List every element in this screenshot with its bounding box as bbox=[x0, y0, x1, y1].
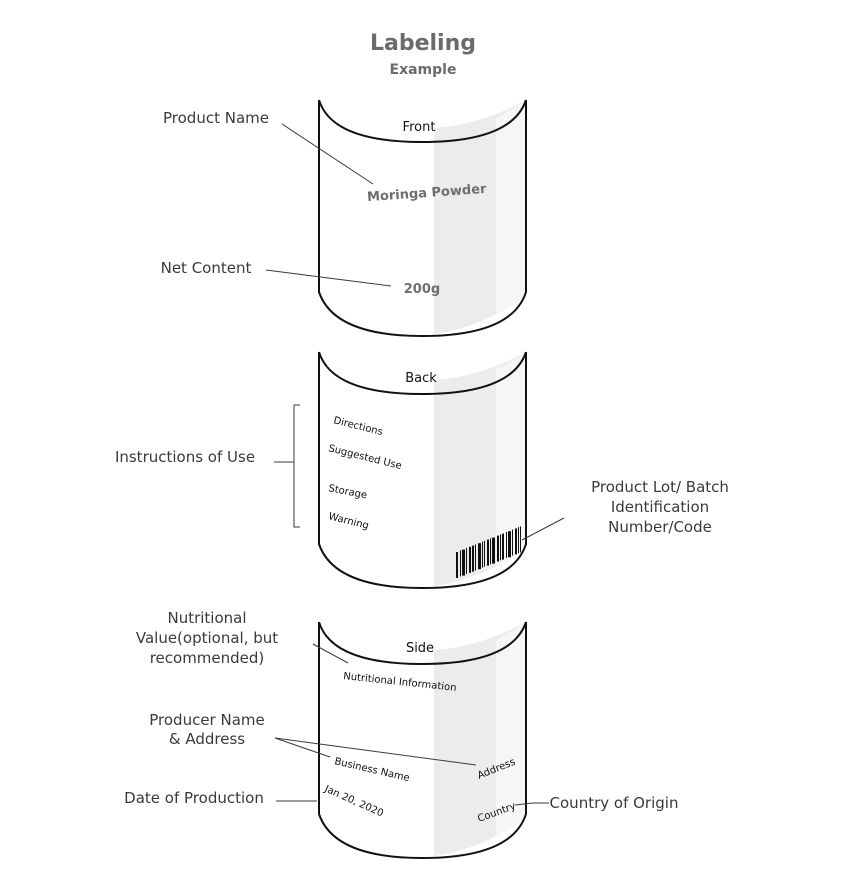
back-can-top-edge bbox=[318, 351, 527, 396]
leader-producer-business bbox=[274, 737, 331, 758]
back-can-highlight bbox=[496, 352, 526, 566]
leader-instructions-bracket bbox=[274, 404, 300, 528]
callout-net-content: Net Content bbox=[161, 259, 252, 277]
callout-lot-line2: Identification bbox=[611, 498, 709, 516]
barcode bbox=[456, 526, 521, 578]
callout-lot-line1: Product Lot/ Batch bbox=[591, 478, 729, 496]
barcode-bar bbox=[482, 541, 483, 568]
front-can-body bbox=[318, 100, 527, 338]
barcode-bar bbox=[487, 539, 489, 566]
side-can: Side Nutritional Information Business Na… bbox=[318, 621, 527, 860]
back-item-directions: Directions bbox=[332, 415, 384, 438]
side-can-highlight bbox=[496, 622, 526, 836]
callout-producer-line1: Producer Name bbox=[149, 711, 265, 729]
barcode-bar bbox=[515, 528, 517, 555]
callout-country: Country of Origin bbox=[550, 794, 679, 812]
barcode-bar bbox=[460, 550, 461, 577]
leader-lot bbox=[521, 517, 565, 541]
back-item-warning: Warning bbox=[327, 511, 370, 532]
callout-instructions: Instructions of Use bbox=[115, 448, 255, 466]
callout-nutritional-line3: recommended) bbox=[150, 649, 265, 667]
callout-date: Date of Production bbox=[124, 789, 264, 807]
barcode-bar bbox=[490, 538, 491, 565]
back-can-body bbox=[318, 352, 527, 590]
side-heading: Side bbox=[406, 641, 434, 656]
callout-producer-line2: & Address bbox=[169, 730, 245, 748]
barcode-bar bbox=[502, 533, 504, 560]
back-can: Back Directions Suggested Use Storage Wa… bbox=[318, 351, 527, 590]
callout-nutritional-line2: Value(optional, but bbox=[136, 629, 278, 647]
barcode-bar bbox=[475, 544, 476, 571]
side-can-top-edge bbox=[318, 621, 527, 666]
back-item-suggested-use: Suggested Use bbox=[327, 443, 402, 472]
barcode-bar bbox=[500, 534, 501, 561]
side-date: Jan 20, 2020 bbox=[322, 783, 385, 819]
barcode-bar bbox=[469, 546, 471, 573]
leader-country bbox=[514, 802, 549, 806]
front-can-top-edge bbox=[318, 99, 527, 144]
barcode-bar bbox=[472, 545, 474, 572]
callout-nutritional-line1: Nutritional bbox=[167, 609, 246, 627]
barcode-bar bbox=[512, 529, 513, 556]
leader-net-content bbox=[265, 269, 392, 287]
diagram-subtitle: Example bbox=[390, 62, 457, 78]
barcode-bar bbox=[484, 540, 485, 567]
barcode-bar bbox=[466, 548, 467, 574]
barcode-bar bbox=[456, 552, 458, 578]
barcode-bar bbox=[462, 549, 465, 576]
barcode-bar bbox=[518, 527, 519, 554]
back-item-storage: Storage bbox=[327, 483, 368, 501]
callout-lot-line3: Number/Code bbox=[608, 518, 712, 536]
back-heading: Back bbox=[405, 371, 437, 386]
diagram-title: Labeling bbox=[370, 31, 476, 56]
front-heading: Front bbox=[403, 120, 436, 135]
front-net-content: 200g bbox=[404, 282, 440, 297]
leader-product-name bbox=[281, 123, 374, 185]
barcode-bar bbox=[508, 531, 511, 558]
barcode-bar bbox=[492, 537, 495, 564]
callout-product-name: Product Name bbox=[163, 109, 269, 127]
barcode-bar bbox=[478, 543, 481, 570]
leader-producer-address bbox=[274, 737, 477, 766]
barcode-bar bbox=[497, 535, 499, 562]
front-can: Front Moringa Powder 200g bbox=[318, 99, 527, 338]
side-business-name: Business Name bbox=[333, 756, 410, 784]
barcode-bar bbox=[506, 532, 507, 558]
side-can-body bbox=[318, 622, 527, 860]
barcode-bar bbox=[520, 526, 521, 553]
leader-nutritional bbox=[312, 643, 349, 664]
front-can-highlight bbox=[496, 100, 526, 314]
